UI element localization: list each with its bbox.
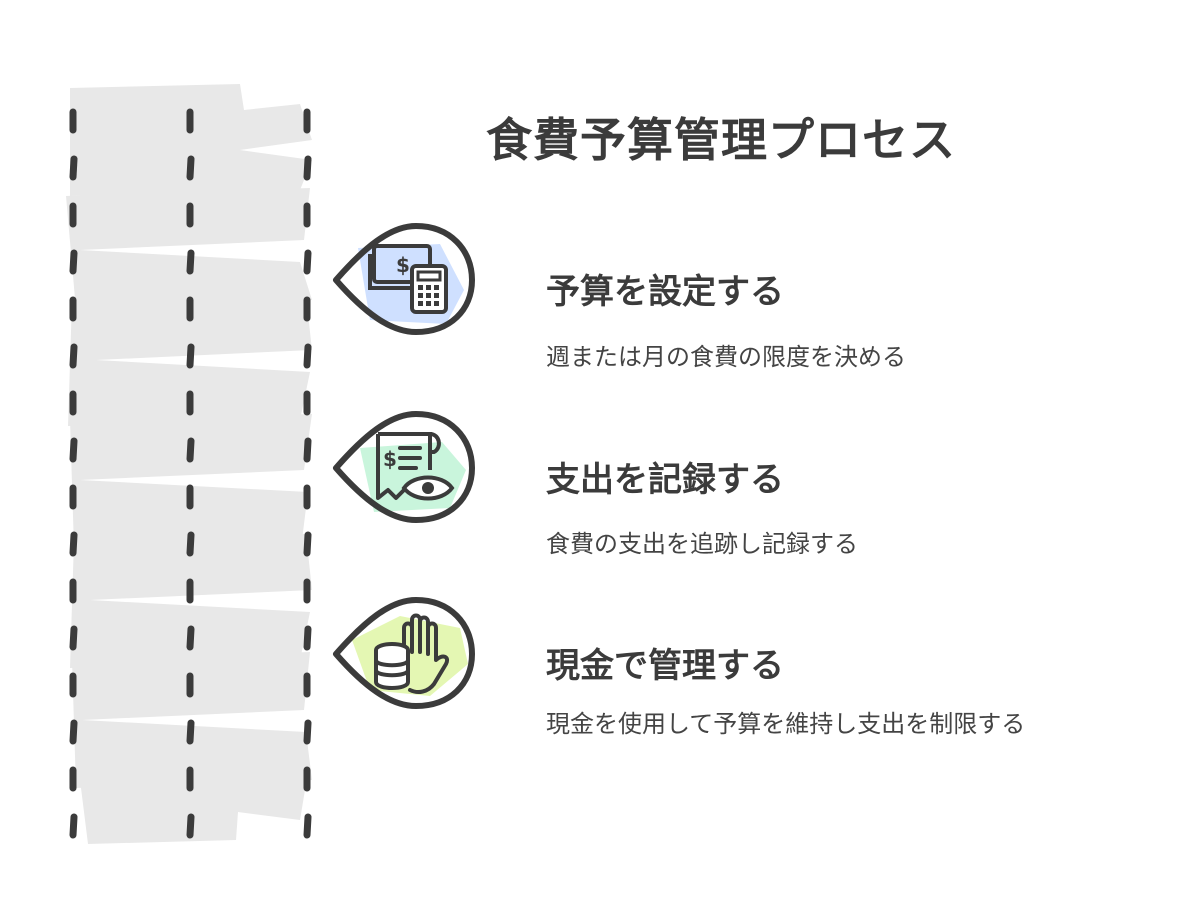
lane-dash [303, 249, 312, 275]
svg-text:$: $ [396, 253, 410, 277]
lane-dash [69, 437, 78, 463]
lane-dash [186, 249, 195, 275]
step-1-description: 週または月の食費の限度を決める [546, 343, 906, 371]
lane-dashes-right [303, 108, 312, 839]
step-1-marker: $ [330, 220, 480, 340]
lane-dash [186, 531, 195, 557]
lane-dash [69, 719, 78, 745]
lane-dash [303, 437, 312, 463]
lane-dash [186, 625, 195, 651]
lane-dash [69, 531, 78, 557]
step-2-description: 食費の支出を追跡し記録する [546, 530, 858, 558]
lane-dash [69, 155, 78, 181]
step-2-heading: 支出を記録する [546, 460, 784, 500]
lane-dashes-left [69, 108, 78, 839]
lane-dash [303, 343, 312, 369]
lane-dash [303, 155, 312, 181]
money-calculator-icon: $ [333, 223, 475, 335]
lane-dash [186, 719, 195, 745]
step-3-description: 現金を使用して予算を維持し支出を制限する [546, 710, 1026, 738]
step-3-marker [330, 594, 480, 714]
lane-dash [303, 813, 312, 839]
lane-dash [186, 437, 195, 463]
lane-dash [303, 625, 312, 651]
svg-text:$: $ [383, 447, 397, 471]
lane-dash [303, 719, 312, 745]
diagram-title: 食費予算管理プロセス [486, 113, 956, 167]
hand-coins-icon [333, 597, 475, 709]
road-surface [66, 84, 312, 844]
step-3-heading: 現金で管理する [546, 646, 784, 686]
step-1-heading: 予算を設定する [546, 272, 784, 312]
road-illustration [66, 84, 312, 844]
lane-dash [69, 813, 78, 839]
lane-dash [303, 531, 312, 557]
lane-dash [69, 249, 78, 275]
lane-dash [69, 625, 78, 651]
lane-dashes-center [186, 108, 195, 839]
step-2-marker: $ [330, 408, 480, 528]
receipt-eye-icon: $ [333, 411, 475, 523]
lane-dash [69, 343, 78, 369]
lane-dash [186, 343, 195, 369]
lane-dash [186, 813, 195, 839]
lane-dash [186, 155, 195, 181]
